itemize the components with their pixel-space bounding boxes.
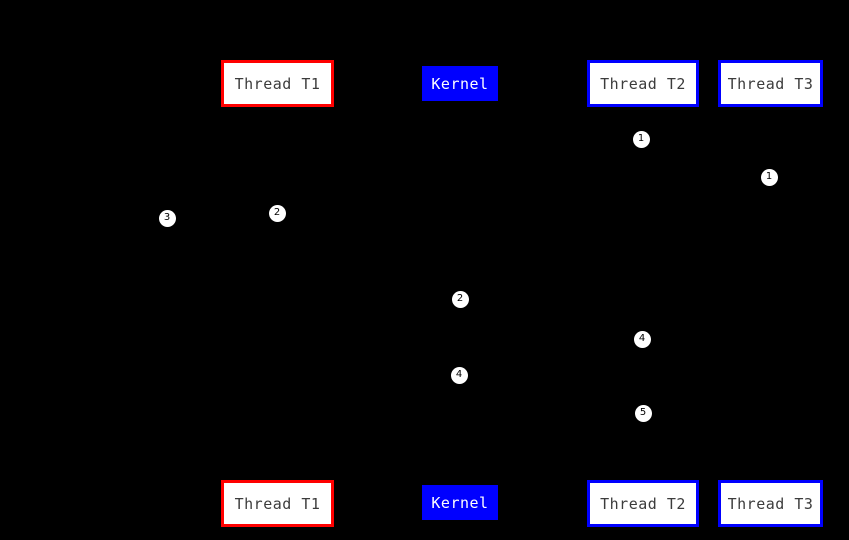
step-marker-left-margin-3: 3 bbox=[158, 209, 176, 227]
step-number: 4 bbox=[638, 333, 646, 344]
step-marker-thread-t2-5: 5 bbox=[634, 404, 652, 422]
participant-box-t3b[interactable]: Thread T3 bbox=[718, 480, 823, 527]
lifeline-t3 bbox=[770, 107, 771, 480]
participant-label: Thread T2 bbox=[600, 494, 686, 513]
participant-box-kernel[interactable]: Kernel bbox=[422, 66, 498, 101]
participant-box-t3[interactable]: Thread T3 bbox=[718, 60, 823, 107]
step-marker-kernel-2: 2 bbox=[451, 290, 469, 308]
participant-label: Thread T1 bbox=[234, 74, 321, 93]
step-marker-thread-t1-2: 2 bbox=[268, 204, 286, 222]
participant-box-t1b[interactable]: Thread T1 bbox=[221, 480, 334, 527]
lifeline-t1 bbox=[277, 107, 278, 480]
step-number: 1 bbox=[765, 171, 773, 182]
participant-label: Thread T3 bbox=[727, 494, 814, 513]
step-marker-thread-t3-1: 1 bbox=[760, 168, 778, 186]
step-number: 4 bbox=[455, 369, 463, 380]
participant-box-t2[interactable]: Thread T2 bbox=[587, 60, 699, 107]
participant-label: Thread T2 bbox=[600, 74, 686, 93]
step-number: 2 bbox=[456, 293, 464, 304]
participant-label: Thread T1 bbox=[234, 494, 321, 513]
step-marker-thread-t2-1: 1 bbox=[632, 130, 650, 148]
participant-box-t2b[interactable]: Thread T2 bbox=[587, 480, 699, 527]
participant-box-kernelb[interactable]: Kernel bbox=[422, 485, 498, 520]
participant-label: Kernel bbox=[431, 493, 489, 512]
step-number: 2 bbox=[273, 207, 281, 218]
lifeline-t2 bbox=[643, 107, 644, 480]
participant-label: Kernel bbox=[431, 74, 489, 93]
participant-label: Thread T3 bbox=[727, 74, 814, 93]
step-number: 3 bbox=[163, 212, 171, 223]
step-number: 1 bbox=[637, 133, 645, 144]
step-number: 5 bbox=[639, 407, 647, 418]
step-marker-thread-t2-4: 4 bbox=[633, 330, 651, 348]
step-marker-kernel-4: 4 bbox=[450, 366, 468, 384]
participant-box-t1[interactable]: Thread T1 bbox=[221, 60, 334, 107]
